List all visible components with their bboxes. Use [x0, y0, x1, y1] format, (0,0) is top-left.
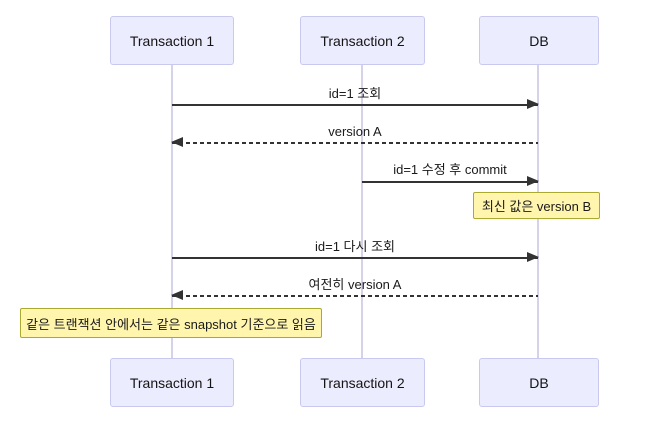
arrowhead-right-icon — [527, 176, 539, 186]
message-arrow-query — [172, 99, 539, 109]
message-label-version-a: version A — [328, 124, 382, 139]
message-label-query: id=1 조회 — [328, 86, 382, 101]
note-latest-version: 최신 값은 version B — [473, 192, 600, 219]
message-label-requery: id=1 다시 조회 — [314, 239, 395, 254]
arrowhead-right-icon — [527, 252, 539, 262]
message-arrow-requery — [172, 252, 539, 262]
message-label-update-commit: id=1 수정 후 commit — [393, 162, 507, 177]
message-arrow-update-commit — [362, 176, 539, 186]
arrowhead-left-icon — [171, 137, 183, 147]
arrowhead-right-icon — [527, 99, 539, 109]
actor-bottom-db: DB — [479, 358, 599, 407]
actor-top-transaction-2: Transaction 2 — [300, 16, 425, 65]
message-label-still-version-a: 여전히 version A — [308, 277, 402, 292]
message-arrow-still-version-a — [171, 290, 538, 300]
note-snapshot-read: 같은 트랜잭션 안에서는 같은 snapshot 기준으로 읽음 — [20, 308, 322, 338]
actor-bottom-transaction-1: Transaction 1 — [110, 358, 234, 407]
lifeline-transaction-1 — [171, 40, 173, 385]
lifeline-transaction-2 — [361, 40, 363, 385]
actor-top-db: DB — [479, 16, 599, 65]
arrowhead-left-icon — [171, 290, 183, 300]
message-arrow-version-a — [171, 137, 538, 147]
actor-top-transaction-1: Transaction 1 — [110, 16, 234, 65]
actor-bottom-transaction-2: Transaction 2 — [300, 358, 425, 407]
